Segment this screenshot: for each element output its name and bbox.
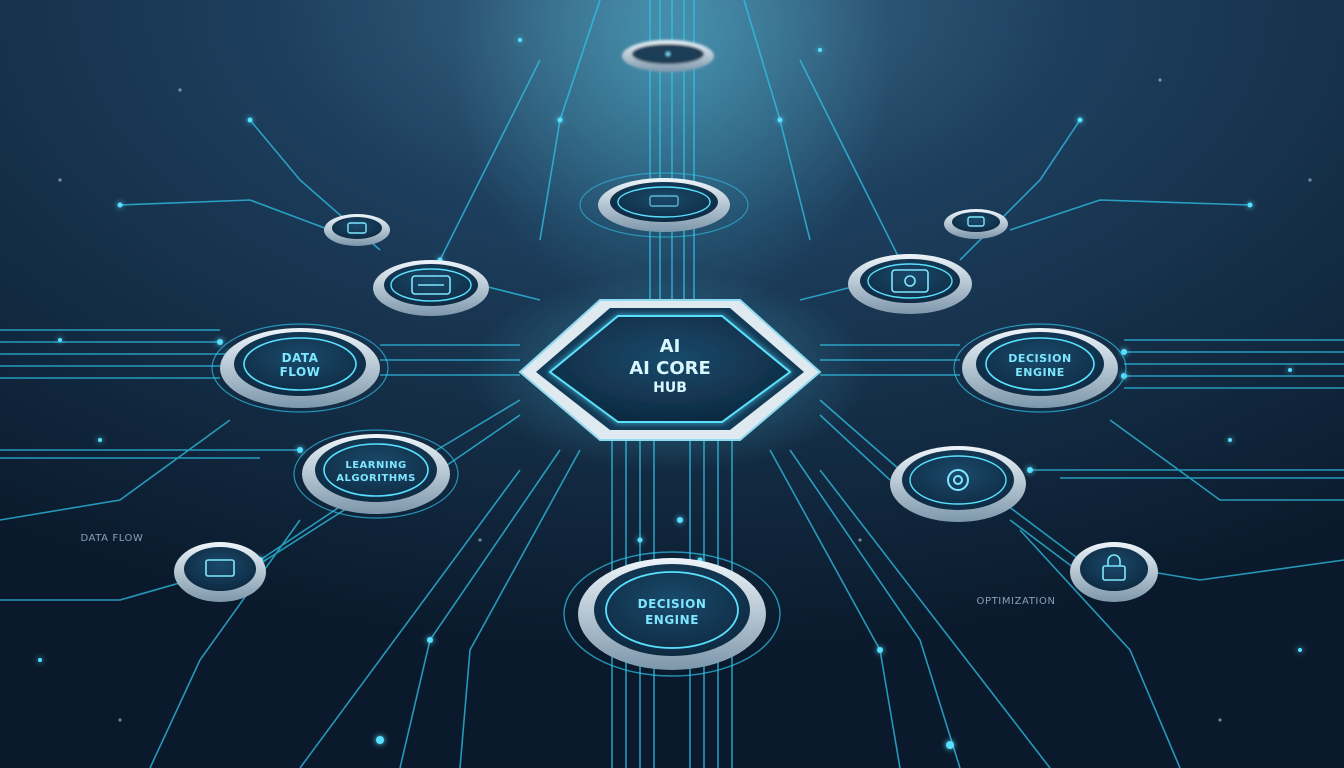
node-mid-right-upper[interactable] [848,254,972,314]
node-data-flow[interactable]: DATA FLOW [211,323,389,413]
database-icon [411,275,451,295]
node-decision-right-line1: DECISION [1008,352,1071,365]
node-learning-algorithms[interactable]: LEARNING ALGORITHMS [293,429,459,519]
node-learning-line1: LEARNING [345,460,406,471]
node-upper-mid[interactable] [579,172,749,238]
node-decision-bottom-line1: DECISION [638,597,707,611]
node-top-small [622,40,714,72]
hub-line2: AI CORE [629,358,711,379]
ambient-dots [58,78,1312,722]
node-data-flow-line2: FLOW [280,365,321,379]
node-decision-engine-bottom[interactable]: DECISION ENGINE [563,551,781,677]
node-data-flow-line1: DATA [282,351,319,365]
label-data-flow-left: DATA FLOW [80,533,143,544]
ai-core-hub[interactable]: AI AI CORE HUB [470,272,870,472]
node-decision-engine-right[interactable]: DECISION ENGINE [953,323,1127,413]
node-left-bottom-small[interactable] [174,542,266,602]
hub-line1: AI [660,336,681,357]
node-right-bottom-small[interactable] [1070,542,1158,602]
gear-icon [891,269,929,293]
node-mid-left-upper[interactable] [373,260,489,316]
circuit-dots [38,38,1302,749]
node-upper-right-small[interactable] [944,209,1008,239]
chip-icon [649,195,679,207]
label-optimization: OPTIMIZATION [976,596,1055,607]
node-learning-line2: ALGORITHMS [336,473,416,484]
node-upper-left-small[interactable] [324,214,390,246]
chip-icon [967,216,985,227]
node-right-lower[interactable] [890,446,1026,522]
node-decision-bottom-line2: ENGINE [645,613,699,627]
chip-icon [347,222,367,234]
node-decision-right-line2: ENGINE [1015,366,1065,379]
gear-icon [947,469,969,491]
circle-icon [666,52,670,56]
lock-icon [1102,554,1126,581]
network-icon [205,559,235,577]
hub-line3: HUB [653,380,687,396]
